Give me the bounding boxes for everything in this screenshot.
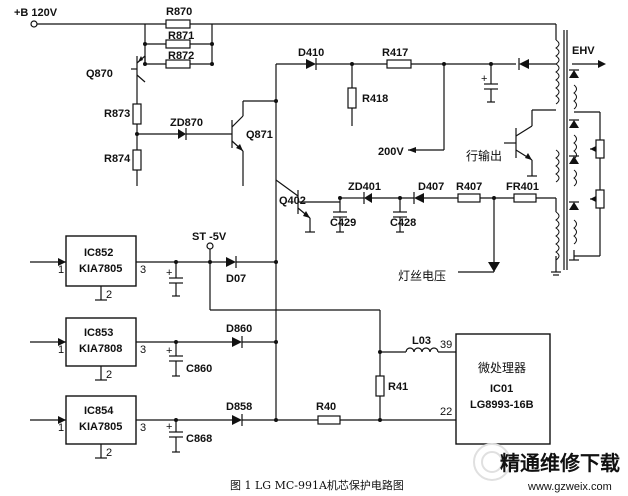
resistor-r870 (165, 19, 191, 29)
mcu-ic01-box (455, 333, 551, 445)
diode-d410 (306, 59, 316, 69)
ic853-pin1: 1 (58, 344, 64, 356)
c429-label: C429 (330, 217, 356, 229)
ic852-part: KIA7805 (79, 263, 122, 275)
svg-text:+: + (166, 345, 172, 357)
d07-label: D07 (226, 273, 246, 285)
diode-d07 (226, 257, 236, 267)
resistor-r41 (375, 375, 385, 397)
ic01-label: IC01 (490, 383, 513, 395)
l03-label: L03 (412, 335, 431, 347)
c860-label: C860 (186, 363, 212, 375)
zener-zd870 (178, 129, 186, 139)
ic854-pin1: 1 (58, 422, 64, 434)
ic854-part: KIA7805 (79, 421, 122, 433)
resistor-r418 (347, 87, 357, 109)
zd401-label: ZD401 (348, 181, 381, 193)
d410-r417-branch: + (306, 58, 556, 153)
h-output-label: 行输出 (466, 148, 502, 163)
ic852-box (65, 235, 137, 287)
ic852-name: IC852 (84, 247, 113, 259)
zener-zd401 (364, 193, 372, 203)
resistor-fr401 (513, 193, 537, 203)
q871-label: Q871 (246, 129, 273, 141)
ic854-name: IC854 (84, 405, 114, 417)
d858-label: D858 (226, 401, 252, 413)
ic854-pin2: 2 (106, 447, 112, 459)
ehv-label: EHV (572, 45, 595, 57)
diode-d407 (414, 193, 424, 203)
r870-network (143, 19, 214, 69)
r41-label: R41 (388, 381, 408, 393)
ic853-part: KIA7808 (79, 343, 122, 355)
d410-label: D410 (298, 47, 324, 59)
resistor-r417 (386, 59, 412, 69)
c868-label: C868 (186, 433, 212, 445)
r40-label: R40 (316, 401, 336, 413)
svg-text:+: + (166, 421, 172, 433)
r872-label: R872 (168, 50, 194, 62)
diode-200v-rectifier (519, 59, 529, 69)
d860-label: D860 (226, 323, 252, 335)
r874-label: R874 (104, 153, 131, 165)
filament-detection (275, 179, 557, 273)
ic853-name: IC853 (84, 327, 113, 339)
ic853-pin2: 2 (106, 369, 112, 381)
pin39-label: 39 (440, 339, 452, 351)
regulator-ic853: + (30, 317, 276, 381)
q402-label: Q402 (279, 195, 306, 207)
v200-label: 200V (378, 146, 404, 158)
regulator-ic852: + (30, 235, 381, 352)
b-plus-label: +B 120V (14, 7, 58, 19)
ic854-box (65, 395, 137, 445)
ic853-pin3: 3 (140, 344, 146, 356)
watermark-text: 精通维修下载 (500, 451, 620, 475)
zd870-label: ZD870 (170, 117, 203, 129)
transistor-q871 (231, 100, 276, 186)
ic01-part: LG8993-16B (470, 399, 534, 411)
svg-text:+: + (481, 73, 487, 85)
st5v-label: ST -5V (192, 231, 227, 243)
c428-label: C428 (390, 217, 416, 229)
diode-d860 (232, 337, 242, 347)
figure-caption: 图 1 LG MC-991A机芯保护电路图 (230, 478, 404, 492)
flyback-transformer (551, 24, 606, 276)
ic854-pin3: 3 (140, 422, 146, 434)
filament-label: 灯丝电压 (398, 269, 446, 283)
r407-label: R407 (456, 181, 482, 193)
r873-r874-branch (132, 82, 232, 186)
ic852-pin1: 1 (58, 264, 64, 276)
ic852-pin2: 2 (106, 289, 112, 301)
r417-label: R417 (382, 47, 408, 59)
regulator-ic854: + (30, 395, 456, 459)
mcu-title: 微处理器 (478, 361, 526, 375)
q870-label: Q870 (86, 68, 113, 80)
watermark-url: www.gzweix.com (527, 481, 612, 493)
transistor-q870 (131, 55, 146, 83)
r870-label: R870 (166, 6, 192, 18)
horizontal-output-transistor (504, 109, 556, 177)
svg-text:+: + (166, 267, 172, 279)
watermark-logo: 精通维修下载 www.gzweix.com (473, 443, 620, 493)
resistor-r873 (132, 103, 142, 125)
mcu-section (375, 333, 551, 445)
resistor-r407 (457, 193, 481, 203)
fr401-label: FR401 (506, 181, 539, 193)
r873-label: R873 (104, 108, 130, 120)
resistor-r40 (317, 415, 341, 425)
ic852-pin3: 3 (140, 264, 146, 276)
r418-label: R418 (362, 93, 388, 105)
ic853-box (65, 317, 137, 367)
d407-label: D407 (418, 181, 444, 193)
resistor-r874 (132, 149, 142, 171)
r871-label: R871 (168, 30, 194, 42)
b-plus-rail (30, 20, 556, 28)
pin22-label: 22 (440, 406, 452, 418)
protection-bus (274, 63, 306, 420)
diode-d858 (232, 415, 242, 425)
inductor-l03 (405, 347, 439, 353)
